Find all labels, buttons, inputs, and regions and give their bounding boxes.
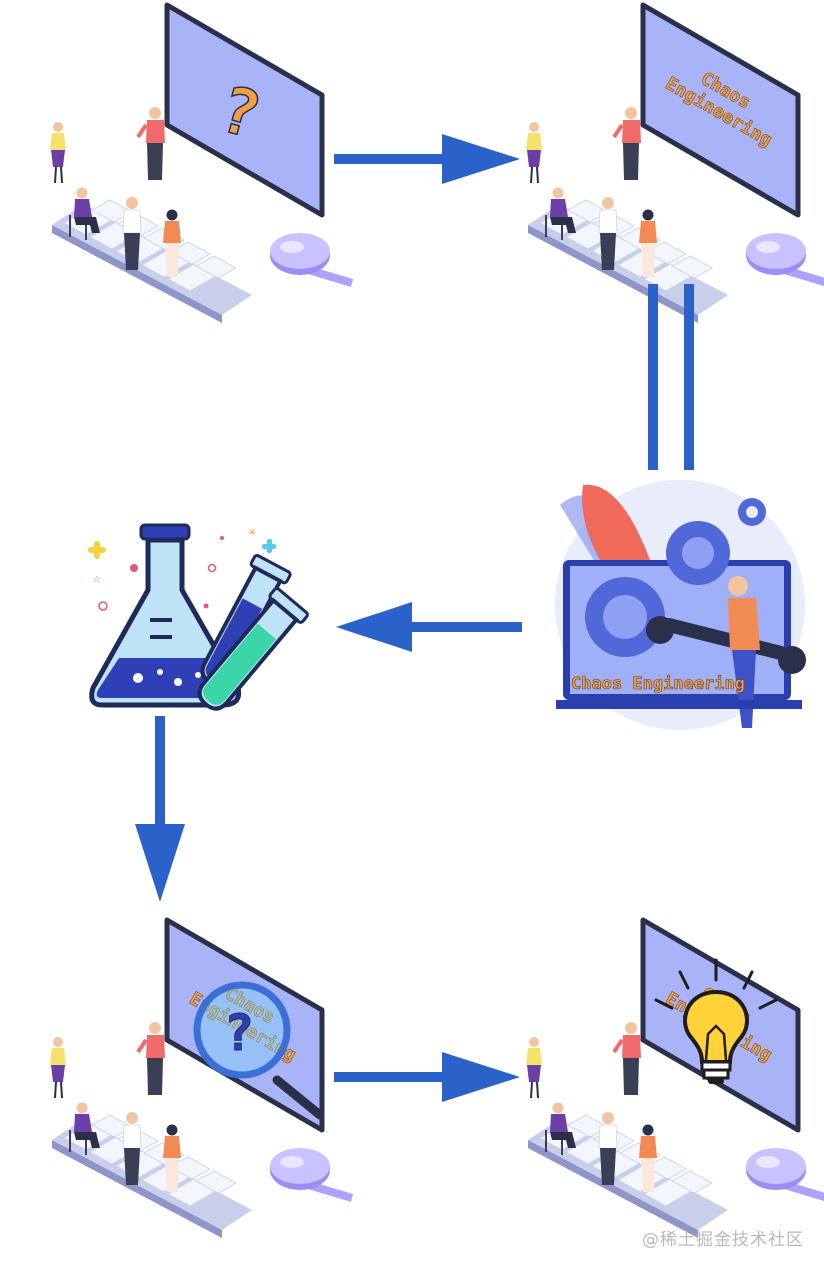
panel-experiment-flask: ☆ ✳ <box>88 523 309 711</box>
double-line-connector <box>648 284 694 470</box>
panel-question-workstation: ? <box>50 5 352 323</box>
watermark: @稀土掘金技术社区 <box>642 1230 804 1250</box>
arrow-right-top <box>334 134 520 184</box>
panel-chaos-engineering-illustration: Chaos Engineering <box>555 480 806 730</box>
test-tube-icon <box>197 554 309 711</box>
magnifier-icon: ? <box>193 981 325 1120</box>
chaos-engineering-banner: Chaos Engineering <box>571 674 745 694</box>
svg-text:☆: ☆ <box>93 571 100 585</box>
panel-chaos-engineering-workstation: Chaos Engineering <box>526 5 824 323</box>
arrow-right-bottom <box>334 1052 520 1102</box>
panel-insight-workstation: Chaos Engineering <box>526 920 824 1238</box>
arrow-left-middle <box>336 602 522 652</box>
light-bulb-icon <box>654 958 778 1084</box>
arrow-down-left <box>135 716 185 902</box>
svg-text:✳: ✳ <box>248 524 257 540</box>
panel-investigate-workstation: Chaos Engineering ? <box>50 920 352 1238</box>
svg-text:?: ? <box>224 1004 254 1062</box>
